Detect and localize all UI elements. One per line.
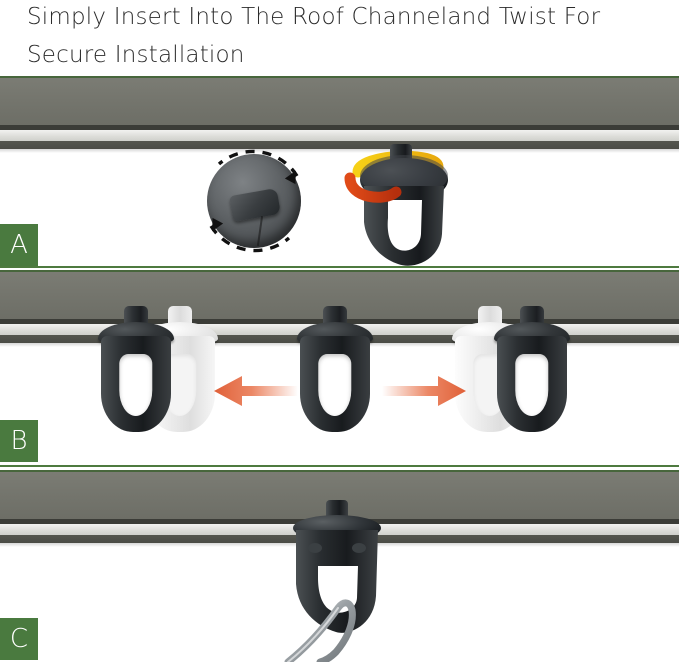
rail-shadow <box>0 149 679 153</box>
twist-hook-svg <box>344 144 448 266</box>
arrow-right-icon <box>382 376 466 406</box>
rail-lip-dark <box>0 125 679 130</box>
panel-badge-b-label: B <box>10 426 28 456</box>
hook-eye <box>318 354 352 416</box>
dashed-rotation-arrows-icon <box>209 149 299 253</box>
panel-badge-c-label: C <box>9 624 29 654</box>
hook-icon-left <box>98 306 174 432</box>
twist-hook-icon <box>336 138 466 266</box>
rail-lip-highlight <box>0 130 679 141</box>
arrow-left-icon <box>214 376 298 406</box>
hook-icon-center <box>297 306 373 432</box>
rivet-hole-right <box>352 543 366 553</box>
rail-lip-bottom <box>0 141 679 149</box>
panel-b: B <box>0 270 679 466</box>
rotating-disc-icon <box>193 140 315 262</box>
separator-line-top <box>0 465 679 467</box>
panel-a: A <box>0 76 679 266</box>
panel-badge-a-label: A <box>10 230 28 260</box>
hook-stud <box>168 306 192 326</box>
panel-badge-a: A <box>0 224 38 266</box>
rail-top-edge <box>0 270 679 272</box>
disc-body <box>207 154 301 248</box>
hook-stud <box>478 306 502 326</box>
twist-arrow-red <box>344 172 402 203</box>
hook-stud <box>323 306 347 326</box>
rail-top-edge <box>0 470 679 472</box>
title-line-1: Simply Insert Into The Roof Channeland T… <box>27 4 601 30</box>
hook-icon-right <box>494 306 570 432</box>
rail-top-edge <box>0 76 679 78</box>
rail-face <box>0 78 679 125</box>
panel-c: C <box>0 470 679 662</box>
title-line-2: Secure Installation <box>27 42 245 68</box>
hook-eye <box>387 200 422 251</box>
hook-stud <box>520 306 544 326</box>
hook-front-icon <box>284 500 381 662</box>
hook-eye <box>515 354 549 416</box>
panel-badge-c: C <box>0 618 38 660</box>
panel-badge-b: B <box>0 420 38 462</box>
hook-stud <box>124 306 148 326</box>
rivet-hole-left <box>308 543 322 553</box>
page-title: Simply Insert Into The Roof Channeland T… <box>27 0 667 74</box>
hook-eye <box>119 354 153 416</box>
separator-line-top <box>0 266 679 268</box>
